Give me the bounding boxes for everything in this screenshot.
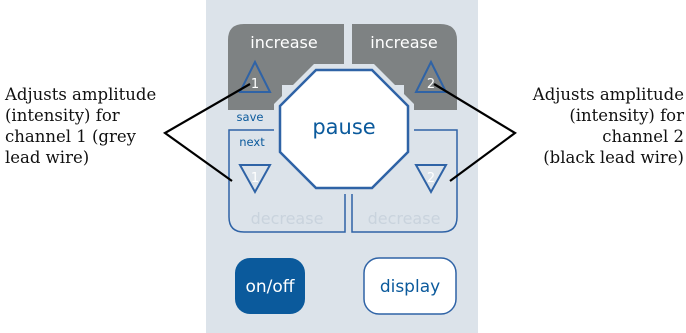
decrease-channel1-label: decrease xyxy=(251,209,324,228)
increase-channel1-label: increase xyxy=(250,33,317,52)
up-arrow-channel1-icon: 1 xyxy=(238,59,272,93)
right-callout-lines xyxy=(433,83,517,182)
on-off-button[interactable]: on/off xyxy=(235,258,305,314)
right-caption: Adjusts amplitude (intensity) for channe… xyxy=(532,85,684,167)
pause-label: pause xyxy=(312,115,375,139)
pause-button[interactable]: pause xyxy=(274,64,414,194)
down-arrow-channel1-icon: 1 xyxy=(238,164,272,195)
display-button[interactable]: display xyxy=(363,257,457,315)
next-label: next xyxy=(239,135,265,149)
increase-channel2-button[interactable]: increase 2 xyxy=(352,24,457,110)
increase-channel1-button[interactable]: increase 1 save xyxy=(228,24,344,124)
channel2-up-number: 2 xyxy=(427,77,435,92)
left-callout-lines xyxy=(162,83,251,182)
left-caption: Adjusts amplitude (intensity) for channe… xyxy=(5,85,157,167)
increase-channel2-label: increase xyxy=(370,33,437,52)
channel2-down-number: 2 xyxy=(427,171,435,186)
down-arrow-channel2-icon: 2 xyxy=(414,164,448,195)
up-arrow-channel2-icon: 2 xyxy=(414,59,448,93)
channel1-down-number: 1 xyxy=(251,171,259,186)
channel1-up-number: 1 xyxy=(251,77,259,92)
save-label: save xyxy=(237,110,264,124)
on-off-label: on/off xyxy=(245,277,295,297)
display-label: display xyxy=(380,277,440,297)
decrease-channel2-label: decrease xyxy=(368,209,441,228)
